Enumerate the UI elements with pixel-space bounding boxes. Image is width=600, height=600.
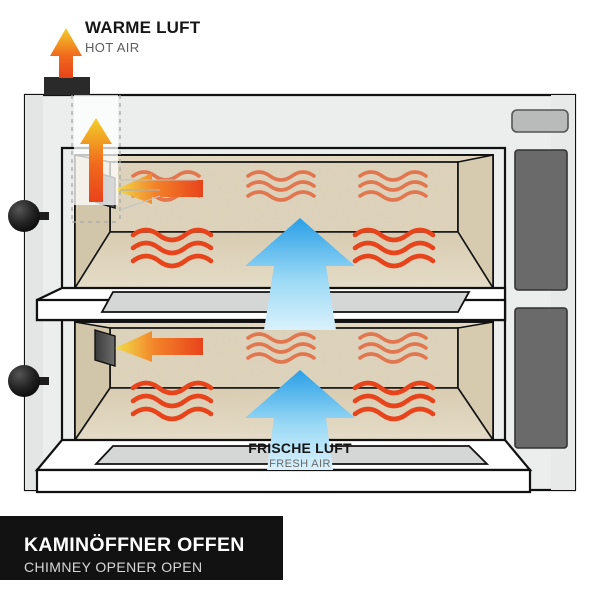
hot-air-label-de: WARME LUFT [85, 18, 201, 37]
heat-wave-group [352, 227, 436, 269]
upper-hot-air-arrow [115, 173, 203, 204]
caption-title-de: KAMINÖFFNER OFFEN [24, 534, 245, 556]
side-panel-lower[interactable] [514, 307, 568, 449]
chimney-cap [44, 77, 90, 95]
heat-wave-group [358, 170, 428, 202]
lower-door-handle[interactable] [8, 365, 49, 397]
fresh-air-label-en: FRESH AIR [269, 458, 331, 470]
fresh-air-label-de: FRISCHE LUFT [248, 440, 352, 456]
flue-internal-arrow [80, 118, 112, 202]
heat-wave-group [246, 170, 316, 202]
hot-air-label-en: HOT AIR [85, 40, 140, 55]
heat-wave-group [358, 332, 428, 364]
heat-wave-group [352, 380, 436, 422]
caption-title-en: CHIMNEY OPENER OPEN [24, 559, 203, 575]
upper-door-handle[interactable] [8, 200, 49, 232]
side-panel-upper[interactable] [514, 149, 568, 291]
fresh-air-arrow-lower [245, 370, 355, 470]
control-panel [511, 109, 569, 449]
control-display[interactable] [511, 109, 569, 133]
heat-wave-group [130, 227, 214, 269]
fresh-air-arrow-upper [245, 218, 355, 330]
lower-baking-chamber [73, 321, 495, 443]
caption-banner [0, 516, 283, 580]
heat-wave-group [246, 332, 316, 364]
heat-wave-group [130, 380, 214, 422]
hot-air-arrow [50, 28, 82, 78]
chimney-flue [44, 28, 197, 223]
lower-hot-air-arrow [115, 331, 203, 362]
lower-hot-air-vent [94, 329, 116, 367]
